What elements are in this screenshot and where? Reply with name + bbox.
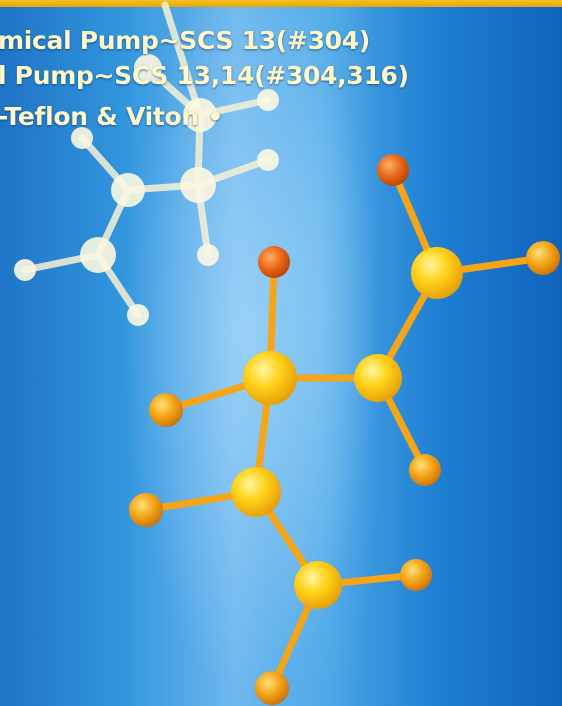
ghost-atom	[183, 98, 217, 132]
atom-red	[258, 246, 290, 278]
ghost-atom	[14, 259, 36, 281]
atom-orange	[400, 559, 432, 591]
ghost-atom	[111, 173, 145, 207]
atom-yellow	[411, 247, 463, 299]
ghost-atom	[127, 304, 149, 326]
atom-yellow	[231, 467, 281, 517]
atom-orange	[409, 454, 441, 486]
banner-line-1: mical Pump~SCS 13(#304)	[0, 26, 370, 55]
atom-orange	[526, 241, 560, 275]
atom-yellow	[243, 351, 297, 405]
atom-yellow	[354, 354, 402, 402]
ghost-atom	[257, 149, 279, 171]
banner-line-3: -Teflon & Viton •	[0, 102, 224, 131]
atom-yellow	[294, 561, 342, 609]
ghost-atom	[80, 237, 116, 273]
ghost-atom	[257, 89, 279, 111]
banner-bar	[0, 0, 562, 7]
ghost-atom	[197, 244, 219, 266]
atom-orange	[129, 493, 163, 527]
banner-line-2: l Pump~SCS 13,14(#304,316)	[0, 61, 409, 90]
ghost-bond	[161, 1, 204, 119]
atom-orange	[255, 671, 289, 705]
atom-red	[377, 154, 409, 186]
ghost-atom	[71, 127, 93, 149]
ghost-atom	[180, 167, 216, 203]
atom-orange	[149, 393, 183, 427]
ghost-atom	[134, 54, 162, 82]
